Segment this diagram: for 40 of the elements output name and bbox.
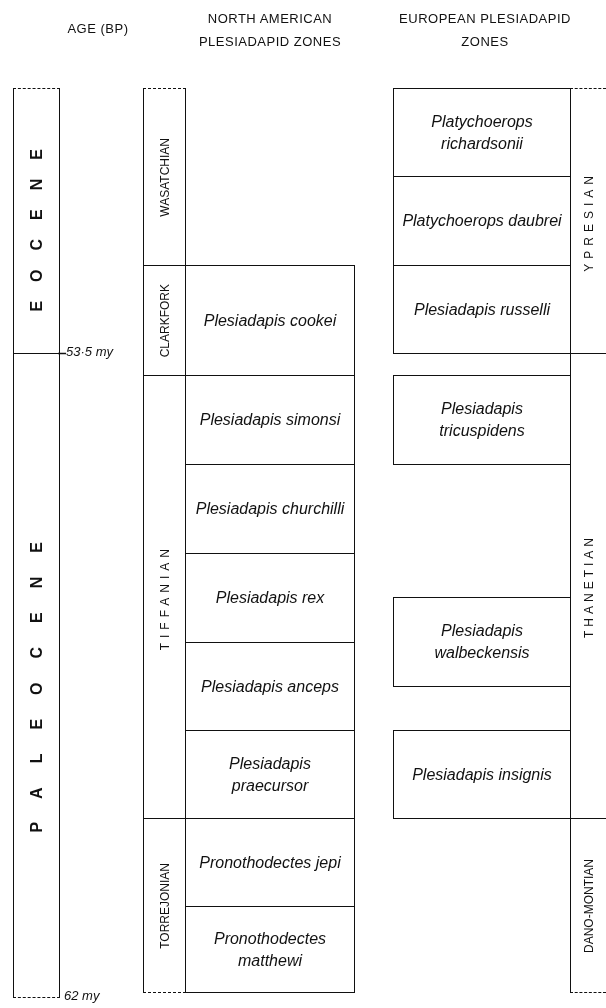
zone-name: Plesiadapis simonsi	[198, 410, 342, 431]
zone-box	[185, 265, 355, 376]
stage-name: TORREJONIAN	[158, 862, 171, 949]
stage-column	[143, 88, 186, 266]
zone-name: Plesiadapis tricuspidens	[438, 399, 526, 441]
stage-name: CLARKFORK	[158, 283, 171, 358]
zone-name: Plesiadapis insignis	[411, 764, 553, 785]
age-label: 62 my	[64, 988, 100, 1003]
zone-name: Plesiadapis churchilli	[194, 499, 346, 520]
zone-box	[185, 906, 355, 993]
column-heading: NORTH AMERICAN PLESIADAPID ZONES	[197, 10, 343, 51]
zone-name: Plesiadapis russelli	[412, 299, 552, 320]
stage-column	[13, 353, 60, 998]
zone-box	[393, 730, 571, 819]
age-label: 53·5 my	[66, 344, 113, 359]
stage-column	[13, 88, 60, 354]
zone-name: Plesiadapis cookei	[202, 310, 338, 331]
zone-name: Plesiadapis anceps	[200, 676, 340, 697]
zone-box	[393, 88, 571, 177]
stage-column	[143, 818, 186, 993]
stage-name: WASATCHIAN	[158, 137, 171, 217]
column-heading: AGE (BP)	[66, 20, 130, 38]
stage-name: YPRESIAN	[582, 170, 595, 272]
stage-name: THANETIAN	[582, 534, 595, 638]
zone-name: Platychoerops richardsonii	[430, 111, 534, 154]
zone-name: Pronothodectes matthewi	[212, 928, 328, 971]
zone-name: Plesiadapis rex	[214, 588, 326, 609]
stage-name: PALEOCENE	[28, 518, 45, 833]
zone-name: Platychoerops daubrei	[401, 211, 563, 232]
stage-name: EOCENE	[28, 130, 45, 312]
stage-name: TIFFANIAN	[158, 543, 171, 651]
stage-name: DANO-MONTIAN	[582, 858, 595, 953]
zone-name: Plesiadapis walbeckensis	[433, 621, 531, 663]
zone-box	[393, 597, 571, 687]
zone-name: Plesiadapis praecursor	[228, 753, 312, 796]
zone-box	[393, 375, 571, 465]
zone-box	[393, 265, 571, 354]
stage-column	[570, 818, 606, 993]
zone-name: Pronothodectes jepi	[198, 852, 342, 873]
column-heading: EUROPEAN PLESIADAPID ZONES	[398, 10, 572, 51]
